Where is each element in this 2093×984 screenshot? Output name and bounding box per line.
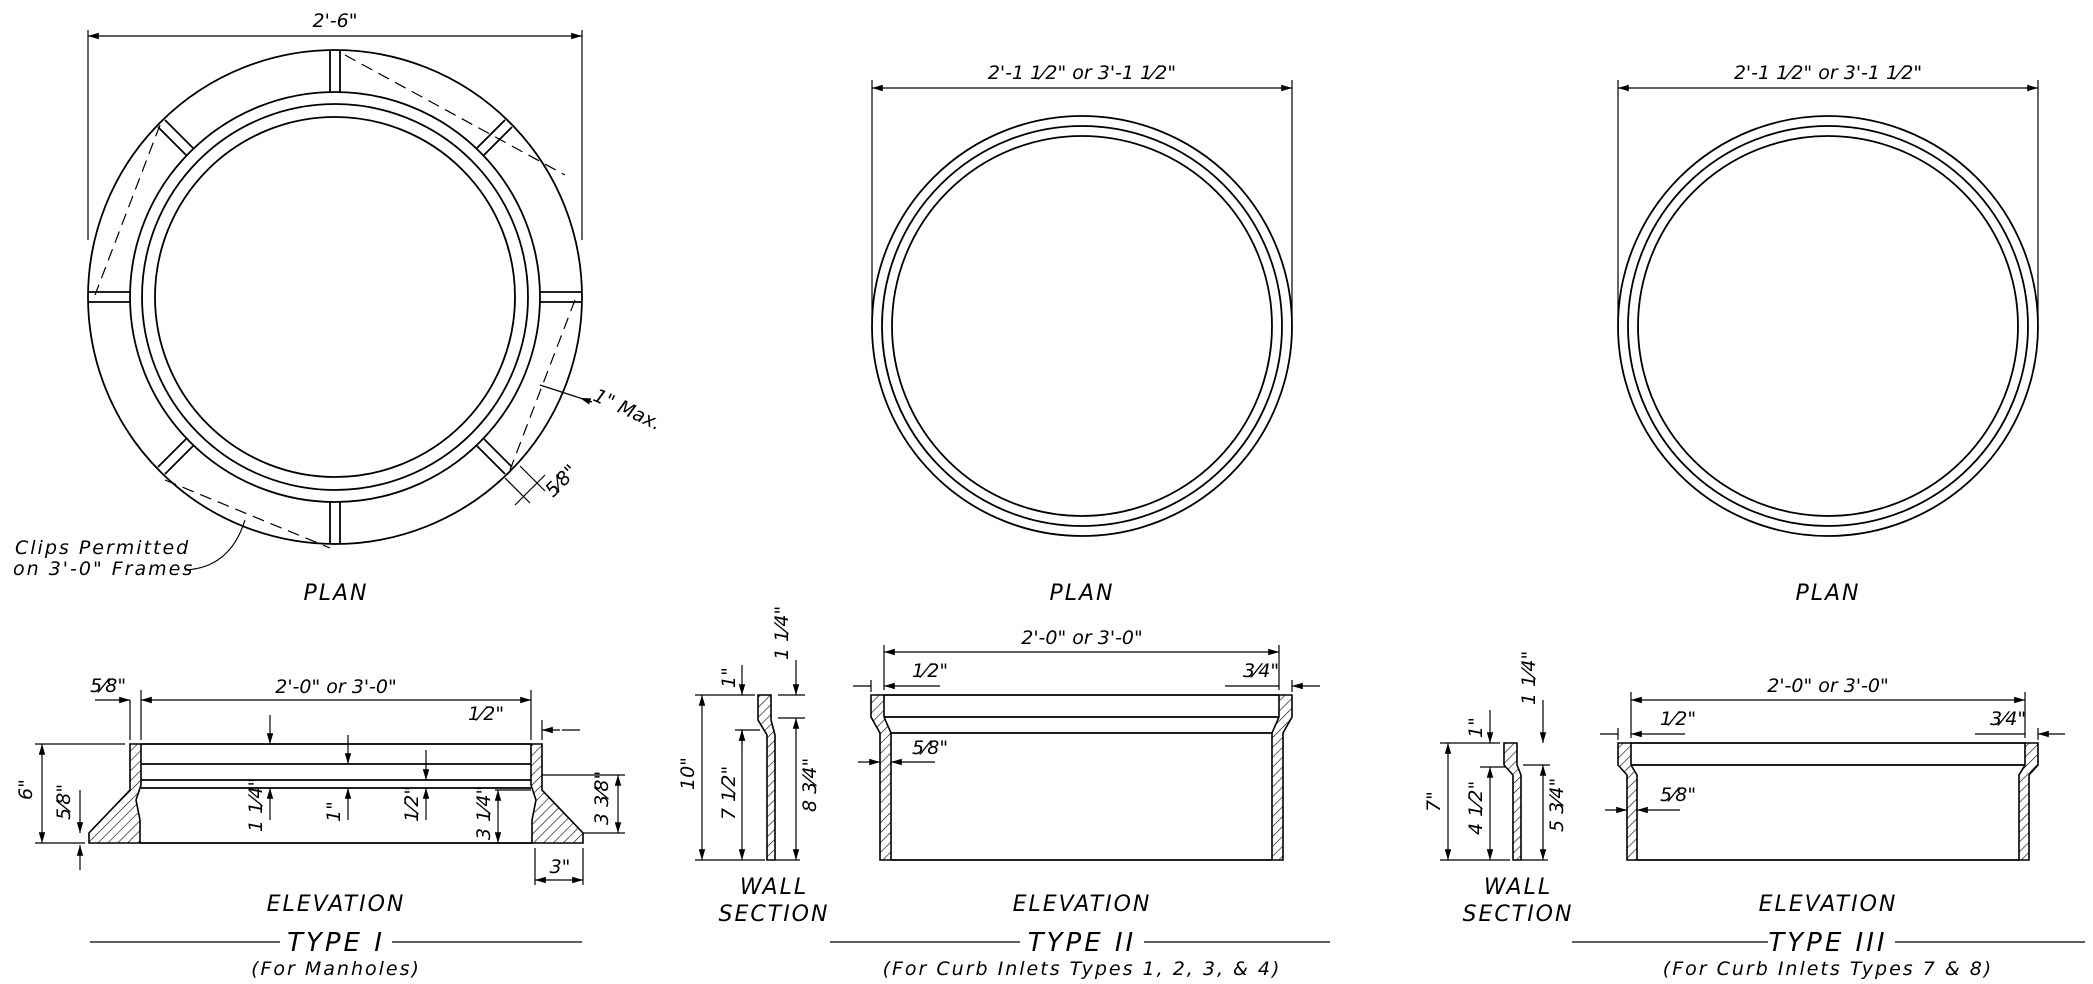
type3-plan-label: PLAN [1795,581,1860,606]
type2-wall-1: 1" [718,667,740,688]
type3-wall-114: 1 1⁄4" [1518,651,1540,705]
type2-elev-half: 1⁄2" [912,660,948,682]
type2-wall-712: 7 1⁄2" [718,766,740,820]
type1-elev-right-top: 1⁄2" [468,703,504,725]
type3-title: TYPE III [1768,928,1887,958]
type3-elev-top-dim: 2'-0" or 3'-0" [1767,675,1889,697]
type2-subtitle: (For Curb Inlets Types 1, 2, 3, & 4) [883,958,1282,980]
type2-plan-label: PLAN [1049,581,1114,606]
type2-wall-label-2: SECTION [719,902,830,927]
type1-clip-lines [94,54,576,549]
type3-wall-label-2: SECTION [1463,902,1574,927]
type1-clip-dim: 5⁄8" [541,460,582,501]
type2-wall-834: 8 3⁄4" [799,758,821,812]
type1-elev-left-top: 5⁄8" [90,675,126,697]
type1-elev-1q: 1 1⁄4" [245,778,267,832]
type3-elev-half: 1⁄2" [1660,708,1696,730]
type3-elev-3q: 3⁄4" [1990,708,2026,730]
type3-plan: 2'-1 1⁄2" or 3'-1 1⁄2" PLAN [1617,62,2039,606]
type1-elevation: 2'-0" or 3'-0" 5⁄8" 1⁄2" 6" 5⁄8" 1 1⁄4" … [15,675,625,917]
type2-plan: 2'-1 1⁄2" or 3'-1 1⁄2" PLAN [871,62,1293,606]
type2-wall-section: 10" 1" 7 1⁄2" 1 1⁄4" 8 3⁄4" WALL SECTION [677,606,830,927]
type2-wall-10: 10" [677,757,699,790]
type1-plan-label: PLAN [303,581,368,606]
type1-inner-ring [154,116,516,478]
type3-elevation-label: ELEVATION [1759,892,1898,917]
type3-elevation: 2'-0" or 3'-0" 1⁄2" 3⁄4" 5⁄8" ELEVATION [1600,675,2065,917]
type1-elev-top-dim: 2'-0" or 3'-0" [275,676,397,698]
type2-title: TYPE II [1028,928,1136,958]
type2-elevation-label: ELEVATION [1013,892,1152,917]
type1-elev-height: 6" [15,779,37,800]
type1-elev-left-small: 5⁄8" [53,784,75,820]
type3-wall-section: 7" 1" 4 1⁄2" 1 1⁄4" 5 3⁄4" WALL SECTION [1423,651,1574,927]
type2-elev-top-dim: 2'-0" or 3'-0" [1021,627,1143,649]
type1-spokes [88,50,582,544]
type3-wall-534: 5 3⁄4" [1546,778,1568,832]
type1-elev-3q: 3 1⁄4" [473,786,495,840]
type1-clips-note-1: Clips Permitted [15,537,190,559]
type1-width-dim: 2'-6" [313,10,358,32]
type2-width-dim: 2'-1 1⁄2" or 3'-1 1⁄2" [988,62,1176,84]
type1-mid-ring [129,91,541,503]
type1-elev-base: 3" [550,856,571,878]
type1-max-note: 1" Max. [590,385,665,435]
type3-wall-7: 7" [1423,791,1445,812]
type3-wall-412: 4 1⁄2" [1465,781,1487,835]
type1-title: TYPE I [287,928,385,958]
type1-elev-1in: 1" [323,801,345,822]
type3-subtitle: (For Curb Inlets Types 7 & 8) [1663,958,1993,980]
type1-plan: 2'-6" 1" Max. 5⁄8" Clips Permitted on 3'… [13,10,665,606]
type3-elev-58: 5⁄8" [1660,784,1696,806]
type1-outer-ring [87,49,583,545]
type3-wall-label-1: WALL [1484,875,1552,900]
type2-elev-58: 5⁄8" [912,737,948,759]
type2-elevation: 2'-0" or 3'-0" 1⁄2" 3⁄4" 5⁄8" ELEVATION [853,627,1320,917]
type3-width-dim: 2'-1 1⁄2" or 3'-1 1⁄2" [1734,62,1922,84]
type2-wall-label-1: WALL [740,875,808,900]
type1-subtitle: (For Manholes) [251,958,421,980]
type2-wall-114: 1 1⁄4" [771,606,793,660]
type3-wall-1: 1" [1465,717,1487,738]
type1-elevation-label: ELEVATION [267,892,406,917]
type1-clips-note-2: on 3'-0" Frames [13,558,194,580]
type2-elev-3q: 3⁄4" [1243,660,1279,682]
type1-elev-338: 3 3⁄8" [591,771,613,825]
type1-elev-half: 1⁄2" [401,786,423,822]
